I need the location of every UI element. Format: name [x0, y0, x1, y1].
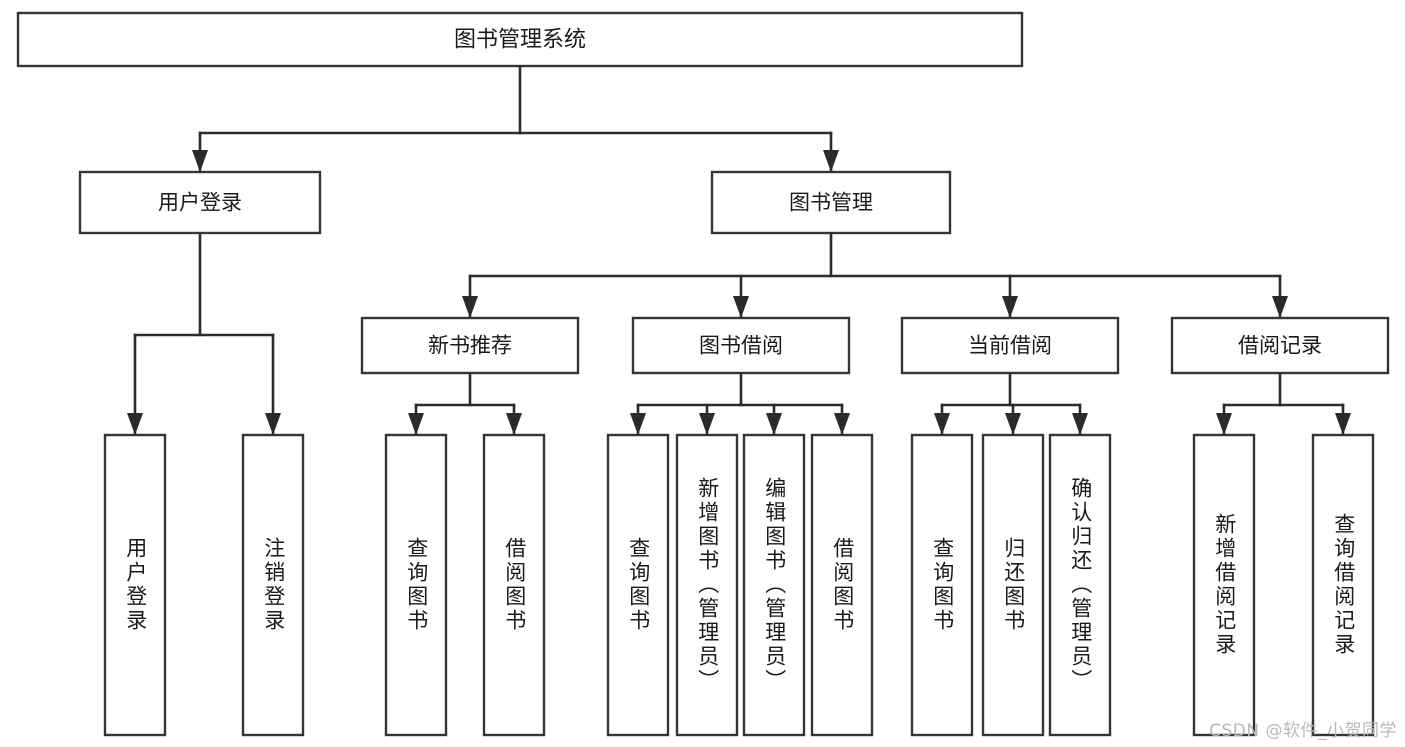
arrow-head-icon: [630, 413, 646, 435]
node-box-leaf-return-book[interactable]: [981, 433, 1045, 737]
connector-layer: [127, 64, 1351, 437]
arrow-head-icon: [823, 150, 839, 172]
node-box-leaf-user-logout[interactable]: [241, 433, 305, 737]
node-box-root[interactable]: [16, 11, 1024, 68]
node-box-leaf-query-record[interactable]: [1311, 433, 1375, 737]
node-box-user-login[interactable]: [78, 170, 322, 235]
arrow-head-icon: [1002, 296, 1018, 318]
node-label-current-borrow: 当前借阅: [968, 334, 1052, 358]
node-box-leaf-confirm-return[interactable]: [1048, 433, 1112, 737]
arrow-head-icon: [265, 413, 281, 435]
arrow-head-icon: [506, 413, 522, 435]
node-box-leaf-add-book[interactable]: [675, 433, 739, 737]
arrow-head-icon: [1072, 413, 1088, 435]
node-box-new-book-rec[interactable]: [360, 316, 580, 375]
arrow-head-icon: [834, 413, 850, 435]
node-label-new-book-rec: 新书推荐: [428, 334, 512, 358]
arrow-head-icon: [462, 296, 478, 318]
node-label-borrow-records: 借阅记录: [1238, 334, 1322, 358]
node-box-leaf-borrow-book-1[interactable]: [482, 433, 546, 737]
arrow-head-icon: [408, 413, 424, 435]
arrow-head-icon: [733, 296, 749, 318]
arrow-head-icon: [1272, 296, 1288, 318]
node-box-leaf-borrow-book-2[interactable]: [810, 433, 874, 737]
arrow-head-icon: [1335, 413, 1351, 435]
arrow-head-icon: [766, 413, 782, 435]
node-label-user-login: 用户登录: [158, 191, 242, 215]
node-box-borrow-records[interactable]: [1170, 316, 1390, 375]
arrow-head-icon: [192, 150, 208, 172]
node-box-leaf-add-record[interactable]: [1192, 433, 1256, 737]
node-box-leaf-query-book-2[interactable]: [606, 433, 670, 737]
node-box-book-borrow[interactable]: [631, 316, 851, 375]
arrow-head-icon: [1216, 413, 1232, 435]
node-box-leaf-user-login[interactable]: [103, 433, 167, 737]
arrow-head-icon: [699, 413, 715, 435]
watermark-text: CSDN @软件_小贺同学: [1209, 721, 1397, 741]
node-label-root: 图书管理系统: [454, 28, 586, 53]
node-box-book-manage[interactable]: [710, 170, 952, 235]
arrow-head-icon: [1005, 413, 1021, 435]
node-box-leaf-query-book-3[interactable]: [910, 433, 974, 737]
node-box-layer: [16, 11, 1390, 737]
arrow-head-icon: [127, 413, 143, 435]
node-box-leaf-query-book-1[interactable]: [384, 433, 448, 737]
node-box-leaf-edit-book[interactable]: [742, 433, 806, 737]
node-label-book-manage: 图书管理: [789, 191, 873, 215]
node-box-current-borrow[interactable]: [900, 316, 1120, 375]
arrow-head-icon: [934, 413, 950, 435]
node-label-book-borrow: 图书借阅: [699, 334, 783, 358]
